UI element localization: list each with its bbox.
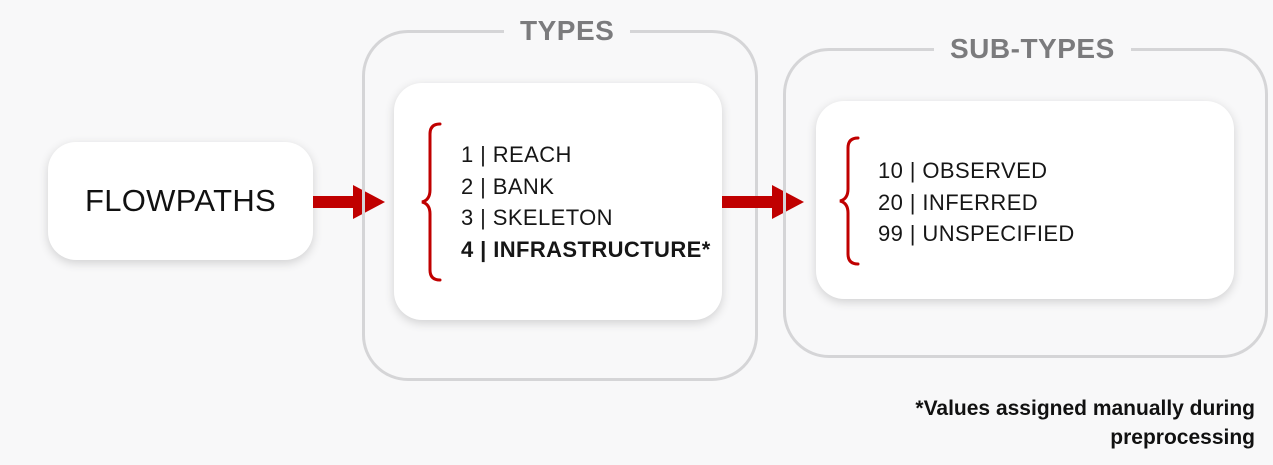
types-card [394,83,722,320]
subtypes-card [816,101,1234,299]
subtypes-group: SUB-TYPES [783,31,1268,358]
flowpaths-card: FLOWPATHS [48,142,313,260]
types-brace [421,122,442,282]
type-item-skeleton: 3 | SKELETON [461,205,613,230]
subtypes-list: 10 | OBSERVED 20 | INFERRED 99 | UNSPECI… [878,155,1075,250]
subtype-item-unspecified: 99 | UNSPECIFIED [878,221,1075,246]
subtypes-brace [839,136,860,266]
types-list: 1 | REACH 2 | BANK 3 | SKELETON 4 | INFR… [461,139,711,265]
arrow-types-to-subtypes [722,185,804,219]
footnote: *Values assigned manually during preproc… [915,394,1255,452]
subtypes-title: SUB-TYPES [934,31,1131,67]
footnote-line-1: *Values assigned manually during [915,397,1255,420]
type-item-reach: 1 | REACH [461,142,572,167]
flowpaths-label: FLOWPATHS [84,183,276,218]
subtype-item-inferred: 20 | INFERRED [878,189,1039,215]
arrow-flowpaths-to-types [313,185,385,219]
type-item-infrastructure: 4 | INFRASTRUCTURE* [461,236,711,262]
subtype-item-observed: 10 | OBSERVED [878,158,1048,183]
types-title: TYPES [504,13,631,49]
footnote-line-2: preprocessing [1110,426,1255,449]
type-item-bank: 2 | BANK [461,173,555,199]
